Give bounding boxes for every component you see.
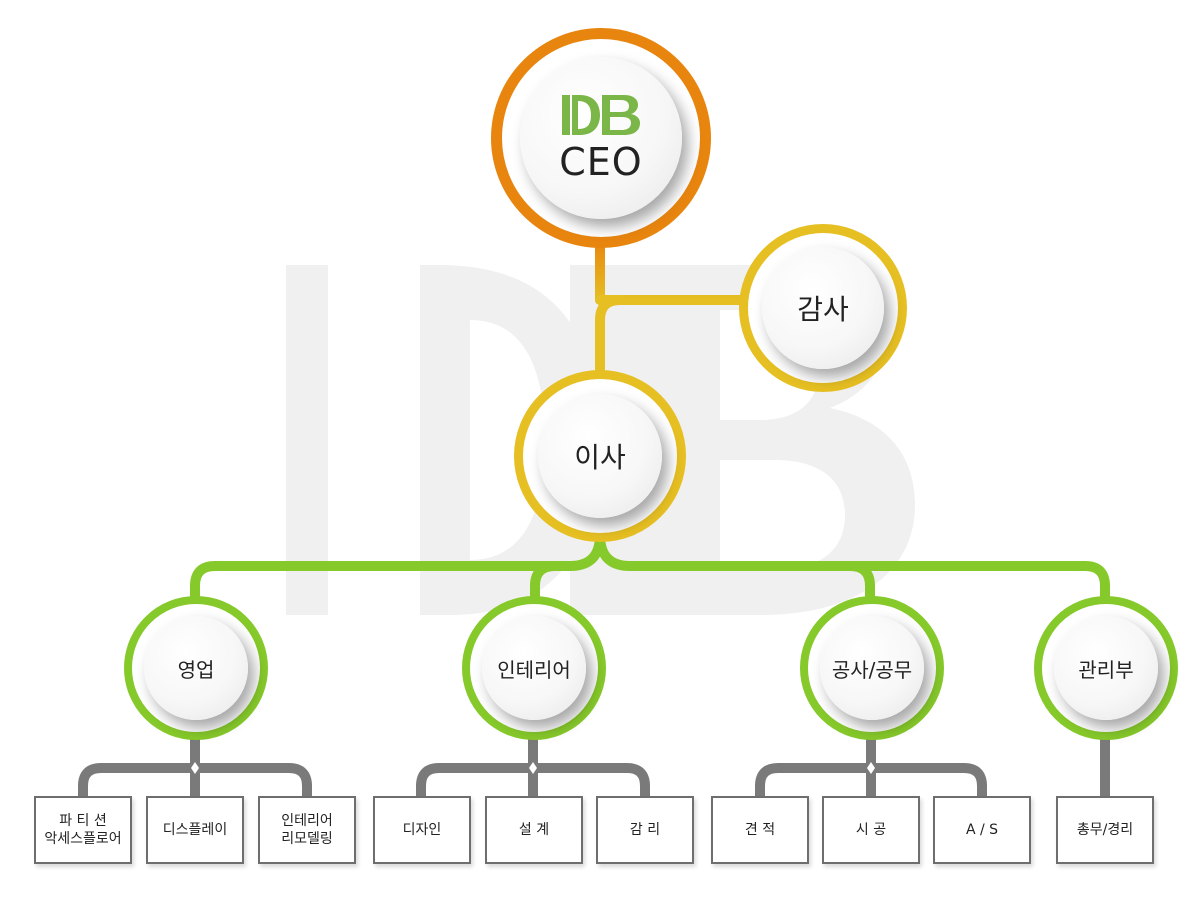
watermark-stroke-i	[286, 265, 328, 615]
team-label-line: 리모델링	[281, 831, 333, 847]
team-box-planning: 설 계	[485, 796, 583, 864]
interior-branch-diamond	[529, 762, 537, 774]
db-logo: DB	[558, 92, 644, 138]
department-node-sales: 영업	[124, 596, 268, 740]
team-label-line: 감 리	[629, 822, 661, 838]
team-label-line: 악세스플로어	[44, 831, 122, 847]
ceo-title: CEO	[559, 140, 643, 184]
sales-branch-diamond	[191, 762, 199, 774]
director-label: 이사	[574, 441, 626, 474]
team-label-line: 총무/경리	[1076, 822, 1134, 838]
department-label: 공사/공무	[831, 657, 913, 682]
team-label-line: 디자인	[402, 822, 442, 838]
team-box-partition: 파 티 션 악세스플로어	[34, 796, 132, 864]
team-box-estimate: 견 적	[711, 796, 809, 864]
department-label: 영업	[177, 657, 215, 682]
team-label-line: 인테리어	[281, 813, 333, 829]
team-box-after-service: A / S	[933, 796, 1031, 864]
db-logo-mark: DB	[558, 92, 640, 135]
team-box-design: 디자인	[373, 796, 471, 864]
director-node: 이사	[514, 370, 686, 542]
team-box-general-affairs: 총무/경리	[1056, 796, 1154, 864]
ceo-auditor-line	[595, 235, 765, 305]
ceo-node: DB CEO	[491, 28, 711, 248]
department-node-admin: 관리부	[1034, 596, 1178, 740]
team-box-supervision: 감 리	[596, 796, 694, 864]
team-label-line: 시 공	[855, 822, 887, 838]
team-box-remodeling: 인테리어 리모델링	[258, 796, 356, 864]
auditor-label: 감사	[797, 293, 849, 326]
team-label-line: A / S	[965, 822, 999, 838]
team-label-line: 설 계	[518, 822, 550, 838]
construction-branch-diamond	[867, 762, 875, 774]
auditor-node: 감사	[739, 224, 907, 392]
director-department-lines	[190, 530, 1110, 601]
team-label-line: 디스플레이	[162, 822, 228, 838]
team-label-line: 견 적	[744, 822, 776, 838]
team-label-line: 파 티 션	[59, 813, 107, 829]
department-node-interior: 인테리어	[462, 596, 606, 740]
ceo-director-line	[595, 295, 625, 381]
department-label: 관리부	[1078, 657, 1134, 682]
db-logo-text: DB	[558, 92, 560, 93]
team-box-display: 디스플레이	[146, 796, 244, 864]
department-label: 인테리어	[497, 657, 571, 682]
team-box-build: 시 공	[822, 796, 920, 864]
department-node-construction: 공사/공무	[800, 596, 944, 740]
